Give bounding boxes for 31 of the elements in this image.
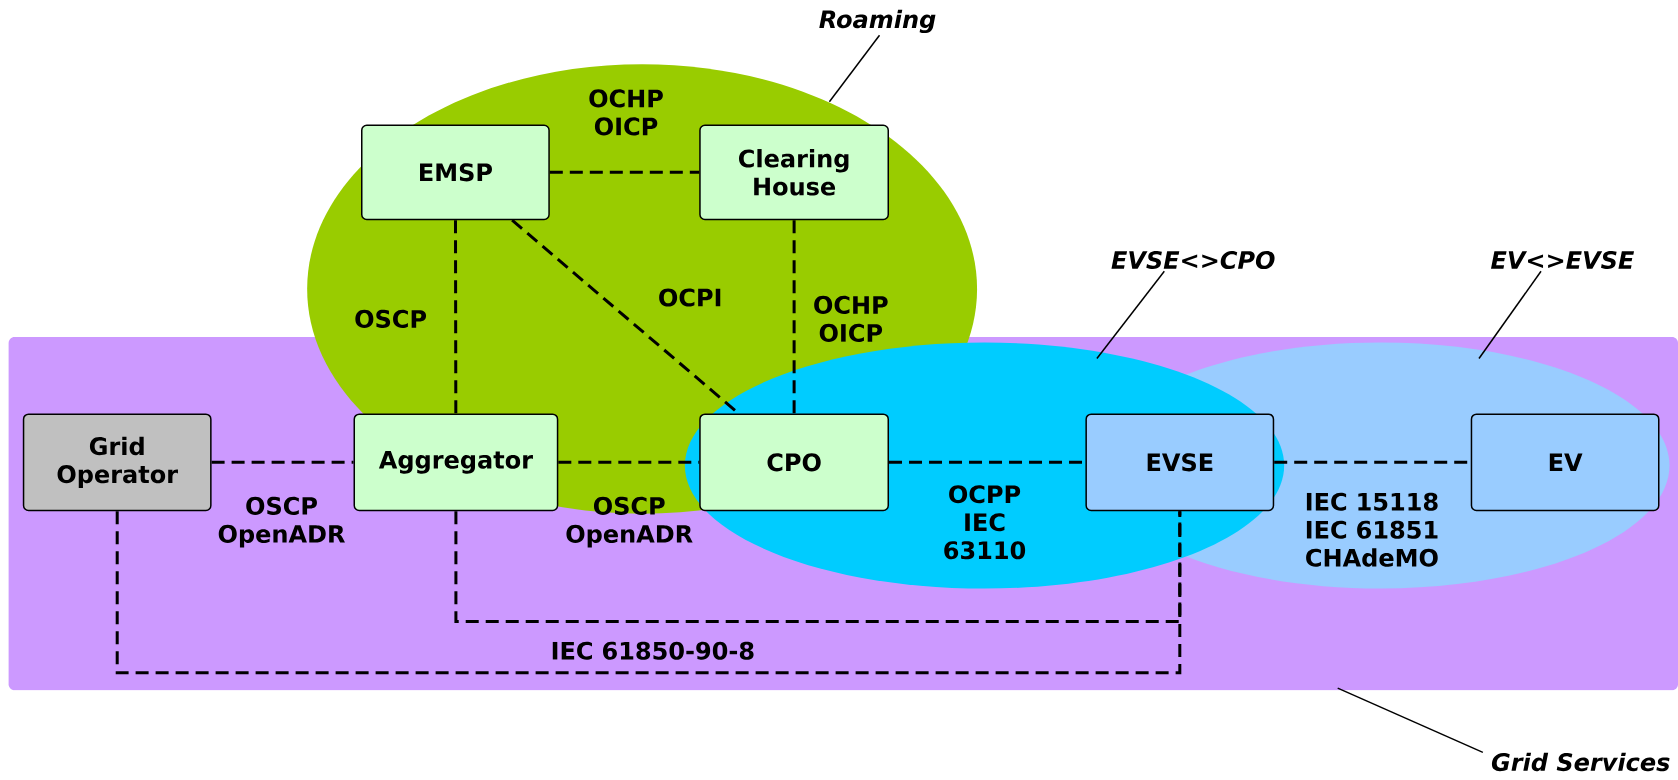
dashed-connector [115,511,1182,675]
leader-line [1478,270,1542,360]
region-heading: Grid Services [1491,752,1670,772]
dashed-connector [549,170,700,174]
node-box: Clearing House [699,124,889,221]
dashed-connector [792,220,796,414]
dashed-connector [454,511,1182,623]
edge-label: OCHP OICP [589,89,663,136]
leader-line [828,34,881,103]
node-box: EVSE [1085,413,1275,512]
edge-label: OSCP OpenADR [218,496,345,548]
edge-label: IEC 61850-90-8 [552,641,754,660]
region-heading: EV<>EVSE [1491,250,1634,270]
region-heading: EVSE<>CPO [1111,250,1275,270]
node-box: Aggregator [353,413,559,512]
dashed-connector [454,220,458,414]
edge-label: OSCP [355,309,427,328]
node-box: CPO [699,413,889,512]
node-box: EV [1470,413,1660,512]
edge-label: OSCP OpenADR [566,496,693,548]
leader-line [1096,270,1166,360]
edge-label: OCPI [659,288,721,307]
dashed-connector [558,460,700,464]
node-box: Grid Operator [22,413,212,512]
dashed-connector [211,460,354,464]
edge-label: IEC 15118 IEC 61851 CHAdeMO [1306,492,1438,567]
edge-label: OCHP OICP [814,295,888,342]
node-box: EMSP [361,124,550,221]
leader-line [1336,687,1484,754]
region-heading: Roaming [819,9,936,34]
edge-label: OCPP IEC 63110 [944,485,1026,560]
